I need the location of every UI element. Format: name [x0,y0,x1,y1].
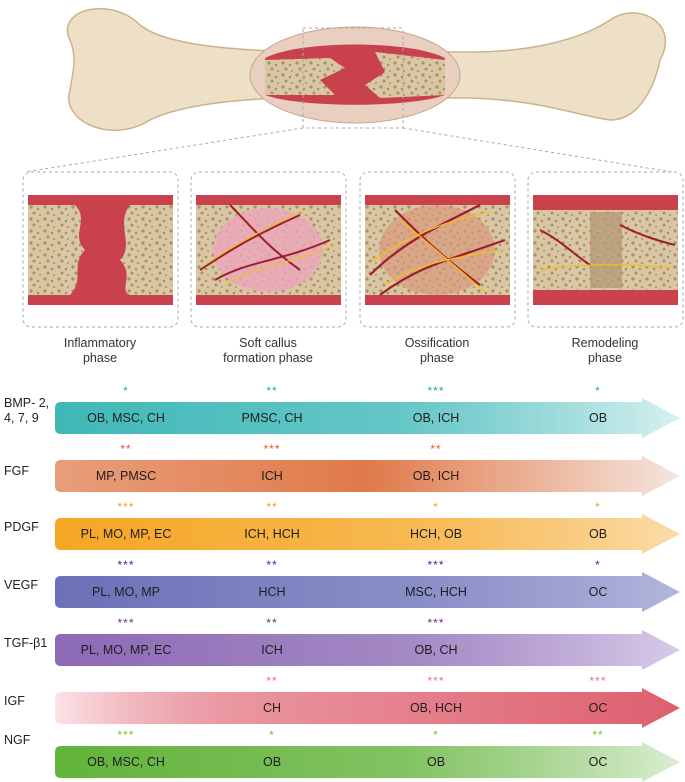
cell-type-label: OB [588,411,608,425]
significance-stars: *** [427,674,445,688]
significance-stars: *** [117,616,135,630]
significance-stars: *** [117,728,135,742]
significance-stars: *** [589,674,607,688]
factor-label: PDGF [4,520,39,534]
cell-type-label: OB, CH [414,643,458,657]
cell-type-label: PL, MO, MP, EC [80,527,172,541]
phase-label-inflammatory: Inflammatory phase [63,336,137,365]
cell-type-label: OB, ICH [412,411,460,425]
factor-arrow-band: PL, MO, MP HCH MSC, HCH OC [55,572,682,612]
phase-label-soft-callus: Soft callus formation phase [223,336,313,365]
cell-type-label: PL, MO, MP [91,585,161,599]
significance-stars: * [433,728,439,742]
cell-type-label: OC [588,701,608,715]
factor-arrow-band: PL, MO, MP, EC ICH, HCH HCH, OB OB [55,514,682,554]
phase-panel-soft-callus [190,171,347,328]
cell-type-label: ICH [261,469,283,483]
cell-type-label: ICH, HCH [244,527,300,541]
cell-type-label: OB, MSC, CH [87,411,165,425]
factor-label: FGF [4,464,29,478]
significance-stars: * [595,558,601,572]
significance-stars: *** [427,384,445,398]
factor-label: NGF [4,733,31,747]
significance-stars: ** [266,616,278,630]
factor-label: TGF-β1 [4,636,48,650]
phase-label-ossification: Ossification phase [404,336,470,365]
cell-type-label: ICH [261,643,283,657]
factor-label: VEGF [4,578,39,592]
cell-type-label: OB, MSC, CH [87,755,165,769]
significance-stars: ** [266,384,278,398]
significance-stars: ** [266,558,278,572]
long-bone [24,8,673,173]
cell-type-label: PL, MO, MP, EC [80,643,172,657]
significance-stars: *** [117,500,135,514]
cell-type-label: PMSC, CH [241,411,303,425]
significance-stars: *** [427,616,445,630]
significance-stars: ** [430,442,442,456]
cell-type-label [538,634,658,666]
factor-arrow-band: OB, MSC, CH PMSC, CH OB, ICH OB [55,398,682,438]
phase-panel-ossification [359,171,516,328]
significance-stars: *** [117,558,135,572]
cell-type-label: OB [262,755,282,769]
cell-type-label: OC [588,755,608,769]
cell-type-label: OC [588,585,608,599]
cell-type-label [66,692,186,724]
cell-type-label [538,460,658,492]
cell-type-label: OB [426,755,446,769]
factor-arrow-band: MP, PMSC ICH OB, ICH [55,456,682,496]
factor-arrow-band: CH OB, HCH OC [55,688,682,728]
significance-stars: * [595,500,601,514]
significance-stars: * [123,384,129,398]
cell-type-label: MSC, HCH [405,585,467,599]
significance-stars: *** [263,442,281,456]
cell-type-label: OB [588,527,608,541]
cell-type-label: OB, ICH [412,469,460,483]
cell-type-label: CH [262,701,282,715]
significance-stars: ** [120,442,132,456]
significance-stars: ** [592,728,604,742]
phase-label-remodeling: Remodeling phase [571,336,639,365]
significance-stars: ** [266,500,278,514]
factor-label: IGF [4,694,25,708]
factor-arrow-band: OB, MSC, CH OB OB OC [55,742,682,782]
significance-stars: ** [266,674,278,688]
cell-type-label: HCH [258,585,286,599]
fracture-healing-illustration [22,8,684,328]
cell-type-label: HCH, OB [409,527,463,541]
phase-panel-remodeling [527,171,684,328]
factor-arrow-band: PL, MO, MP, EC ICH OB, CH [55,630,682,670]
cell-type-label: OB, HCH [409,701,463,715]
significance-stars: *** [427,558,445,572]
significance-stars: * [433,500,439,514]
cell-type-label: MP, PMSC [95,469,157,483]
significance-stars: * [595,384,601,398]
significance-stars: * [269,728,275,742]
factor-label: BMP- 2, 4, 7, 9 [4,396,50,425]
phase-panel-inflammatory [22,171,179,328]
